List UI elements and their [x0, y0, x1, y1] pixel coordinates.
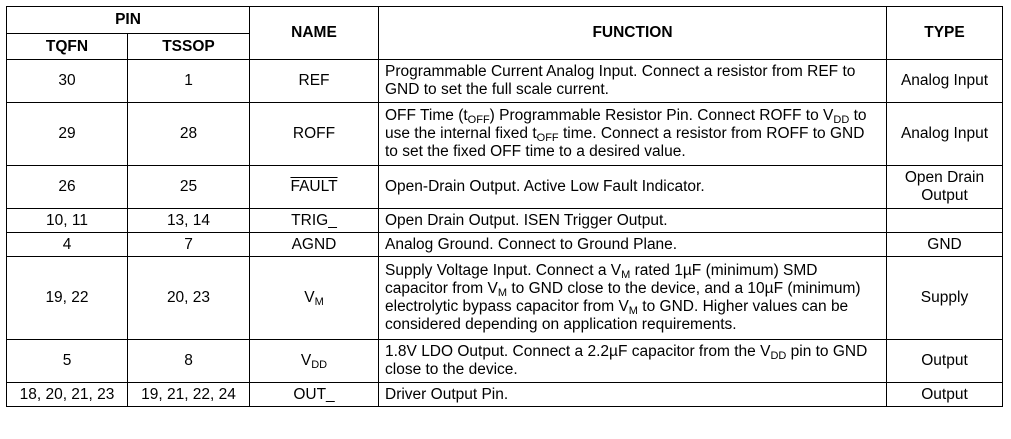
cell-function: Driver Output Pin.: [378, 382, 887, 407]
cell-tssop: 7: [127, 232, 250, 257]
cell-name: VDD: [249, 339, 379, 383]
cell-tqfn: 10, 11: [6, 208, 128, 233]
table-row: 26 25 FAULT Open-Drain Output. Active Lo…: [6, 165, 1003, 209]
header-pin: PIN: [6, 6, 250, 34]
cell-function: 1.8V LDO Output. Connect a 2.2µF capacit…: [378, 339, 887, 383]
cell-tqfn: 18, 20, 21, 23: [6, 382, 128, 407]
cell-type: Output: [886, 382, 1003, 407]
cell-name: REF: [249, 59, 379, 103]
cell-tssop: 19, 21, 22, 24: [127, 382, 250, 407]
cell-function: Analog Ground. Connect to Ground Plane.: [378, 232, 887, 257]
cell-name: OUT_: [249, 382, 379, 407]
fault-name-overlined: FAULT: [290, 178, 338, 195]
header-function: FUNCTION: [378, 6, 887, 60]
cell-tssop: 1: [127, 59, 250, 103]
cell-name: ROFF: [249, 102, 379, 166]
cell-tqfn: 29: [6, 102, 128, 166]
cell-name: VM: [249, 256, 379, 340]
table-row: 4 7 AGND Analog Ground. Connect to Groun…: [6, 232, 1003, 257]
cell-function: Programmable Current Analog Input. Conne…: [378, 59, 887, 103]
cell-tqfn: 26: [6, 165, 128, 209]
cell-tqfn: 19, 22: [6, 256, 128, 340]
table-row: 5 8 VDD 1.8V LDO Output. Connect a 2.2µF…: [6, 339, 1003, 383]
cell-function: Supply Voltage Input. Connect a VM rated…: [378, 256, 887, 340]
cell-tssop: 8: [127, 339, 250, 383]
cell-function: OFF Time (tOFF) Programmable Resistor Pi…: [378, 102, 887, 166]
cell-name: TRIG_: [249, 208, 379, 233]
cell-tssop: 13, 14: [127, 208, 250, 233]
table-row: 19, 22 20, 23 VM Supply Voltage Input. C…: [6, 256, 1003, 340]
cell-tqfn: 5: [6, 339, 128, 383]
cell-type: GND: [886, 232, 1003, 257]
table-row: 10, 11 13, 14 TRIG_ Open Drain Output. I…: [6, 208, 1003, 233]
header-tssop: TSSOP: [127, 33, 250, 60]
table-row: 30 1 REF Programmable Current Analog Inp…: [6, 59, 1003, 103]
table-row: 29 28 ROFF OFF Time (tOFF) Programmable …: [6, 102, 1003, 166]
pin-description-table: PIN NAME FUNCTION TYPE TQFN TSSOP 30 1 R…: [6, 6, 1003, 407]
header-name: NAME: [249, 6, 379, 60]
cell-function: Open-Drain Output. Active Low Fault Indi…: [378, 165, 887, 209]
cell-tssop: 25: [127, 165, 250, 209]
cell-tssop: 20, 23: [127, 256, 250, 340]
cell-tqfn: 4: [6, 232, 128, 257]
cell-tssop: 28: [127, 102, 250, 166]
cell-name: AGND: [249, 232, 379, 257]
cell-type: Analog Input: [886, 59, 1003, 103]
cell-name: FAULT: [249, 165, 379, 209]
cell-type: Analog Input: [886, 102, 1003, 166]
cell-tqfn: 30: [6, 59, 128, 103]
cell-type: Output: [886, 339, 1003, 383]
header-type: TYPE: [886, 6, 1003, 60]
header-tqfn: TQFN: [6, 33, 128, 60]
cell-function: Open Drain Output. ISEN Trigger Output.: [378, 208, 887, 233]
cell-type: Supply: [886, 256, 1003, 340]
cell-type: [886, 208, 1003, 233]
table-row: 18, 20, 21, 23 19, 21, 22, 24 OUT_ Drive…: [6, 382, 1003, 407]
